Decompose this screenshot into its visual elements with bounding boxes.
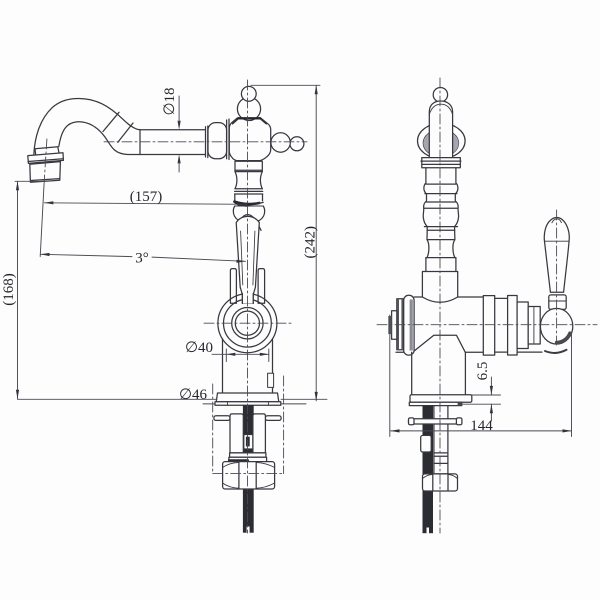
svg-text:∅40: ∅40 (185, 340, 213, 356)
svg-text:(168): (168) (1, 273, 17, 306)
svg-text:∅18: ∅18 (162, 87, 178, 115)
svg-text:(242): (242) (303, 226, 319, 258)
svg-text:6.5: 6.5 (475, 362, 491, 381)
svg-text:∅46: ∅46 (179, 387, 208, 403)
svg-text:144: 144 (470, 418, 493, 434)
svg-text:(157): (157) (130, 189, 163, 205)
svg-text:3°: 3° (135, 251, 149, 267)
